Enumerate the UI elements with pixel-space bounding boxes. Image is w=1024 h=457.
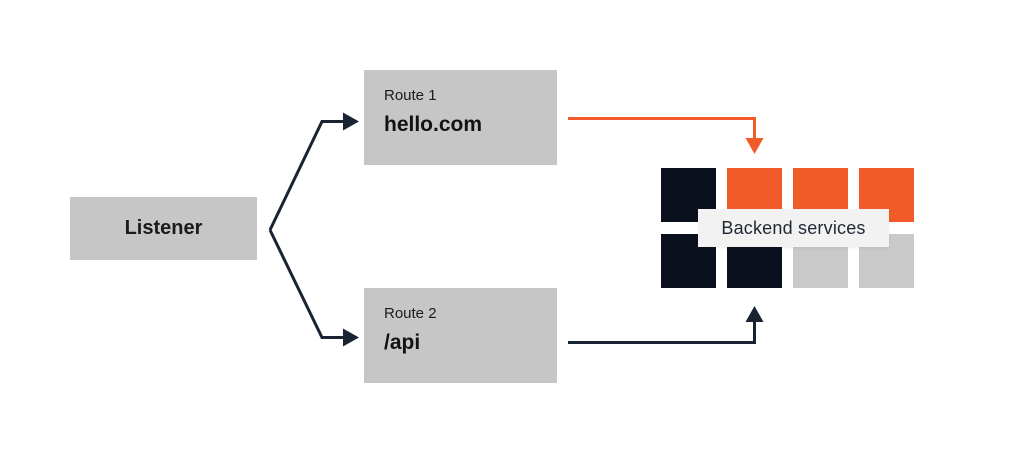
listener-box: Listener <box>70 197 257 260</box>
listener-to-route1-arrow <box>268 120 344 231</box>
route1-to-backend-arrow <box>568 117 756 139</box>
route2-to-backend-arrowhead <box>745 306 764 322</box>
route-1-value: hello.com <box>384 113 483 136</box>
route-1-box: Route 1 hello.com <box>364 70 557 165</box>
listener-to-route1-arrowhead <box>343 112 359 131</box>
route1-to-backend-arrowhead <box>745 138 764 154</box>
backend-services-label: Backend services <box>721 217 866 238</box>
listener-to-route2-arrowhead <box>343 328 359 347</box>
listener-label: Listener <box>124 217 203 239</box>
backend-grid <box>661 168 914 288</box>
route-2-value: /api <box>384 331 421 354</box>
listener-to-route2-arrow <box>268 229 344 339</box>
route2-to-backend-arrow <box>568 321 756 344</box>
route-2-title: Route 2 <box>384 305 437 322</box>
route-2-box: Route 2 /api <box>364 288 557 383</box>
route-1-title: Route 1 <box>384 87 437 104</box>
backend-services-label-box: Backend services <box>698 209 889 247</box>
